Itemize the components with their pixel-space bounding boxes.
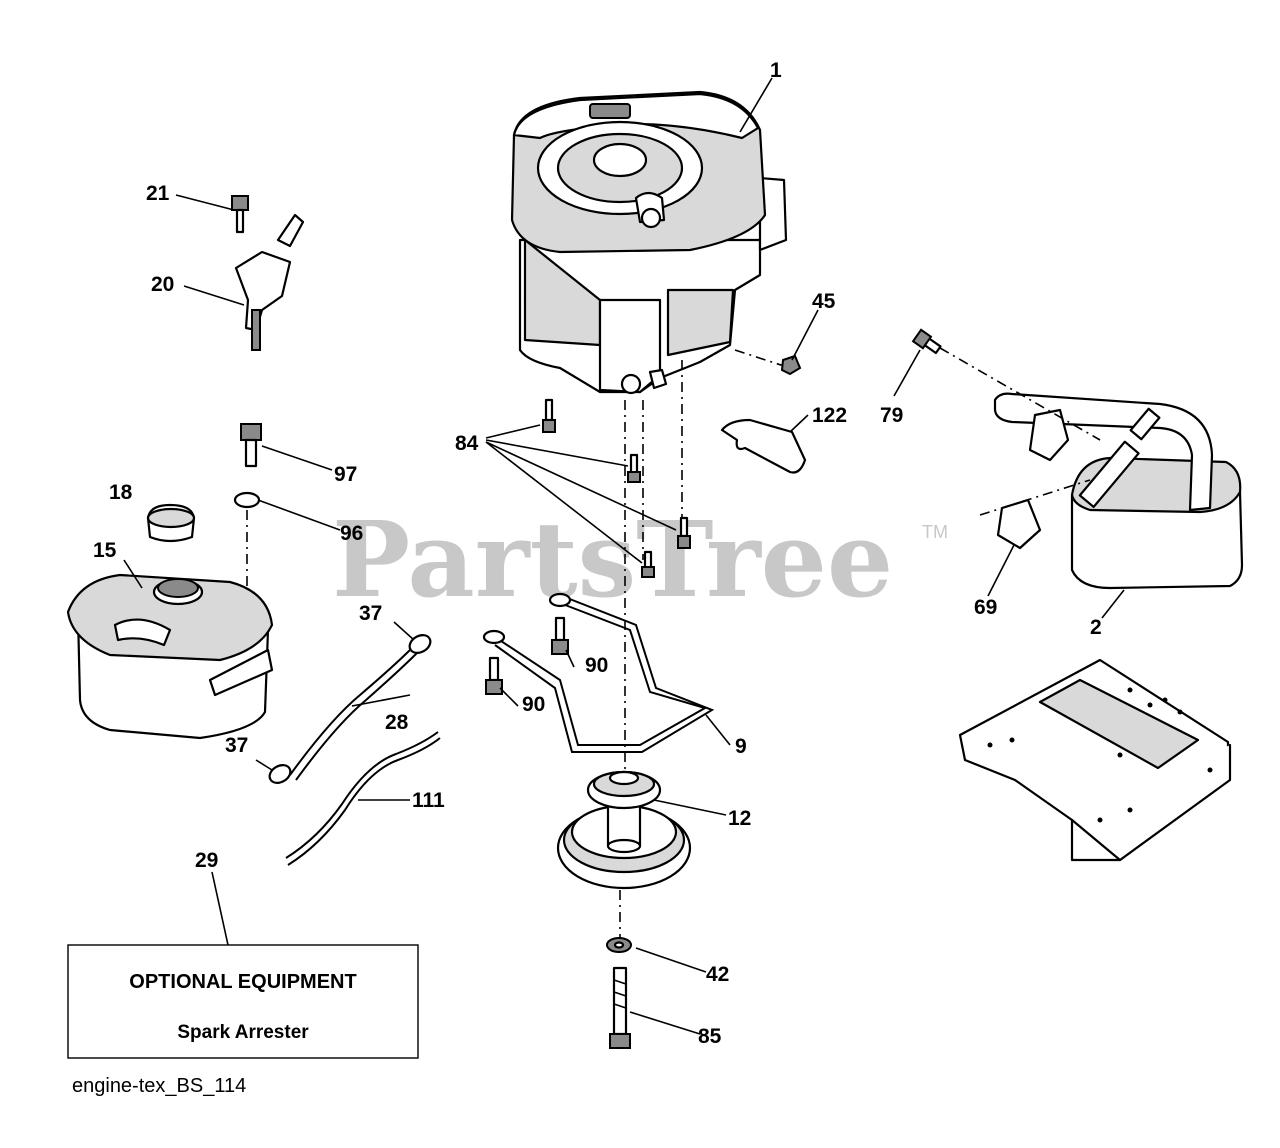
- callout-45: 45: [812, 290, 836, 313]
- hose-clamp-37-top[interactable]: [406, 632, 433, 657]
- callout-20: 20: [151, 273, 174, 296]
- hose-clamp-37-bottom[interactable]: [266, 762, 293, 787]
- callout-84: 84: [455, 432, 479, 455]
- exhaust-bracket-9[interactable]: [482, 592, 715, 753]
- optional-equipment-item: Spark Arrester: [177, 1022, 309, 1043]
- fuel-cap-18[interactable]: [146, 503, 196, 543]
- callout-79: 79: [880, 404, 903, 427]
- callout-111: 111: [412, 789, 445, 812]
- engine-bolt-84[interactable]: [542, 398, 691, 578]
- fuel-line-28[interactable]: [289, 647, 413, 776]
- callout-90-lower: 90: [522, 693, 545, 716]
- bolt-90-lower[interactable]: [485, 656, 503, 695]
- partstree-watermark: PartsTree: [332, 498, 893, 621]
- callout-28: 28: [385, 711, 409, 734]
- callout-122: 122: [812, 404, 847, 427]
- callout-97: 97: [334, 463, 357, 486]
- callout-15: 15: [93, 539, 117, 562]
- callout-37-top: 37: [359, 602, 382, 625]
- optional-equipment-title: OPTIONAL EQUIPMENT: [129, 971, 356, 993]
- callout-85: 85: [698, 1025, 722, 1048]
- gasket-flange: [1028, 408, 1070, 462]
- nut-45[interactable]: [780, 354, 802, 376]
- callout-37-bottom: 37: [225, 734, 248, 757]
- callout-12: 12: [728, 807, 751, 830]
- muffler-2[interactable]: [993, 392, 1244, 590]
- bolt-97[interactable]: [240, 423, 262, 468]
- watermark-tm: TM: [922, 522, 948, 542]
- callout-18: 18: [109, 481, 133, 504]
- engine-part[interactable]: [510, 90, 788, 395]
- callout-29: 29: [195, 849, 218, 872]
- fuel-hose-111[interactable]: [287, 737, 441, 866]
- shield-122[interactable]: [720, 418, 807, 474]
- callout-9: 9: [735, 735, 747, 758]
- bolt-21[interactable]: [231, 195, 249, 234]
- optional-equipment-box: OPTIONAL EQUIPMENT Spark Arrester: [67, 944, 419, 1059]
- fuel-tank-15[interactable]: [66, 573, 274, 740]
- callout-21: 21: [146, 182, 170, 205]
- pulley-12[interactable]: [556, 770, 692, 890]
- engine-mounting-plate: [958, 658, 1232, 862]
- callout-1: 1: [770, 59, 782, 82]
- washer-96[interactable]: [233, 491, 261, 509]
- throttle-bracket-20[interactable]: [234, 213, 305, 351]
- bolt-90-upper[interactable]: [551, 616, 569, 655]
- callout-96: 96: [340, 522, 363, 545]
- callout-90-upper: 90: [585, 654, 608, 677]
- callout-2: 2: [1090, 616, 1102, 639]
- callout-69: 69: [974, 596, 997, 619]
- bolt-79[interactable]: [911, 328, 942, 355]
- callout-42: 42: [706, 963, 729, 986]
- diagram-caption: engine-tex_BS_114: [72, 1075, 246, 1097]
- bolt-85[interactable]: [609, 966, 631, 1049]
